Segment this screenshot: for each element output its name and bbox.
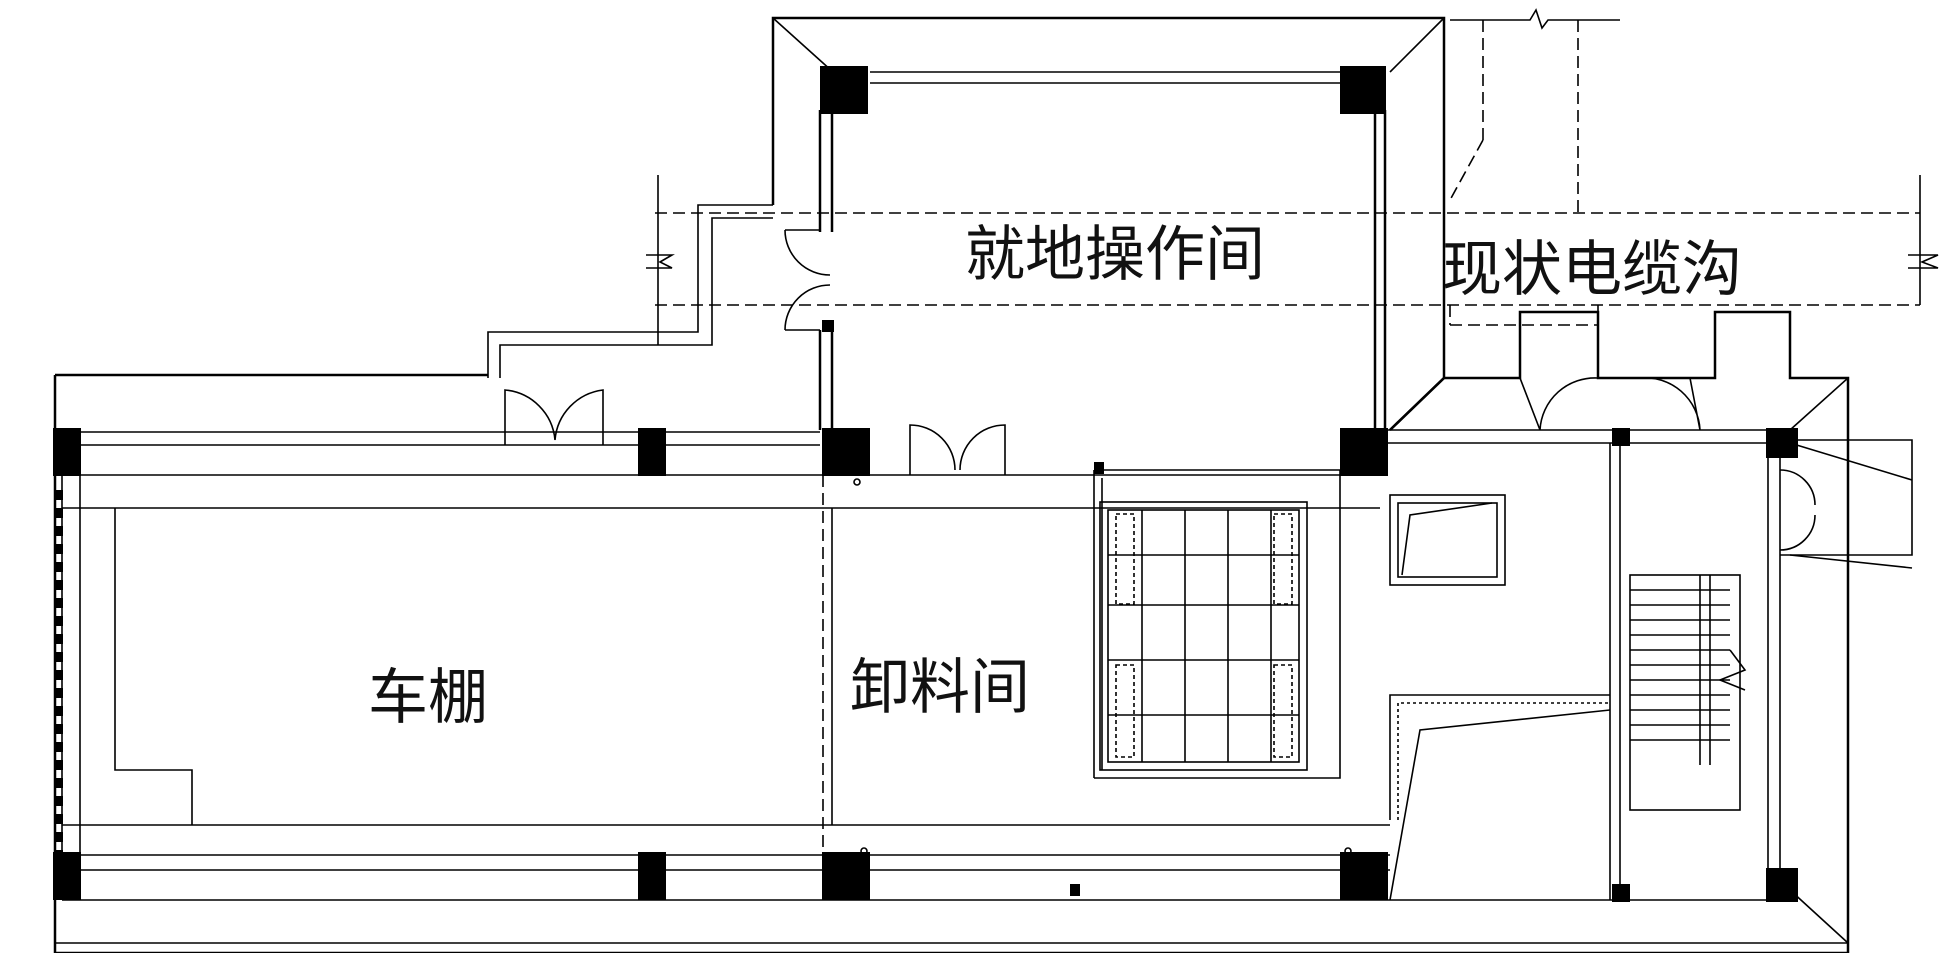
- carport-and-unloading: [53, 373, 1848, 953]
- label-carport: 车棚: [368, 663, 488, 733]
- label-control-room: 就地操作间: [965, 220, 1265, 290]
- label-cable-trench: 现状电缆沟: [1442, 235, 1742, 305]
- east-annex: [1385, 310, 1913, 953]
- label-unloading-room: 卸料间: [850, 653, 1030, 723]
- control-room: [487, 16, 1446, 475]
- cable-trench: [646, 8, 1939, 345]
